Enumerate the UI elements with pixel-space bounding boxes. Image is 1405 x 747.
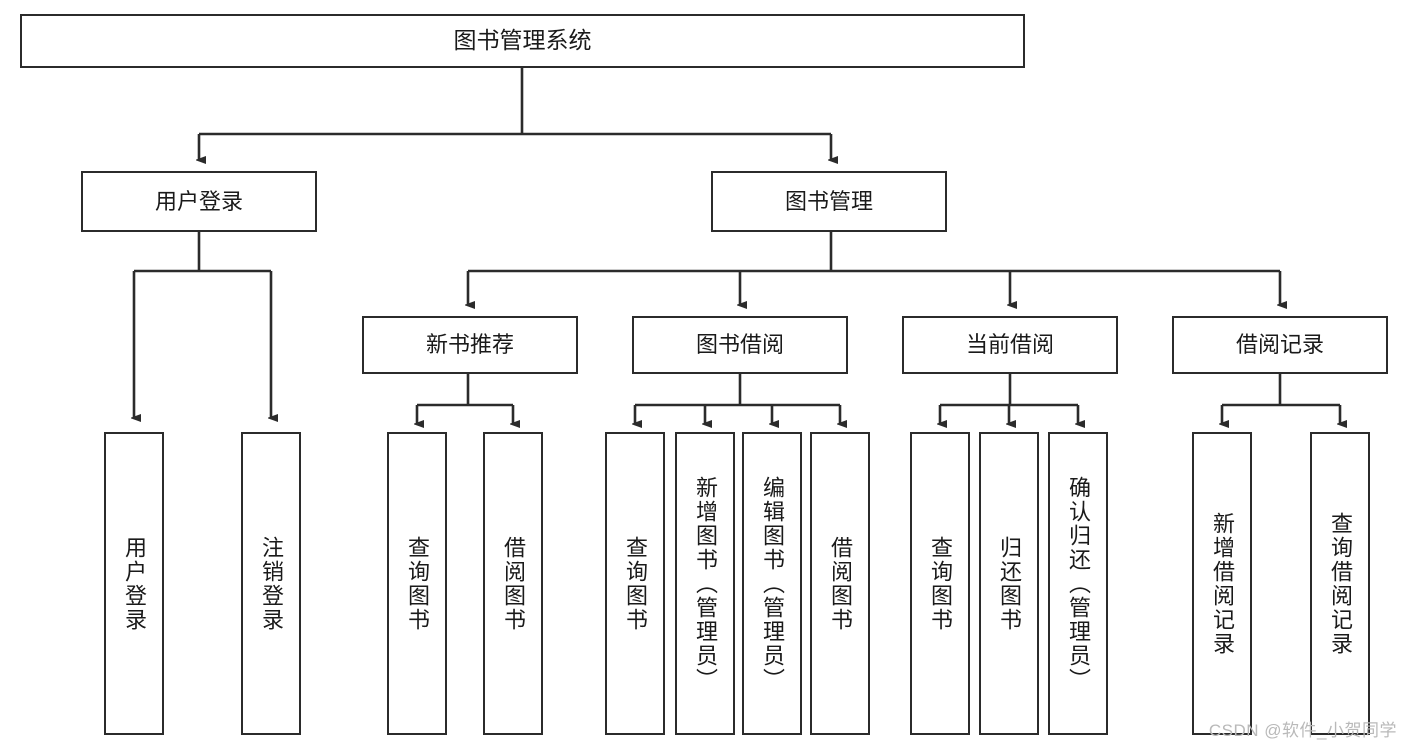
leaf-record-query-borrow-record[interactable]: 查询借阅记录	[1310, 432, 1370, 735]
csdn-watermark: CSDN @软件_小贺同学	[1208, 721, 1397, 740]
node-book-borrow-label: 图书借阅	[695, 332, 784, 358]
leaf-newbook-query-book[interactable]: 查询图书	[387, 432, 447, 735]
leaf-borrow-query-book[interactable]: 查询图书	[605, 432, 665, 735]
node-current-borrow[interactable]: 当前借阅	[902, 316, 1118, 374]
leaf-borrow-edit-book-admin-label: 编辑图书（管理员）	[760, 475, 785, 692]
leaf-current-return-book[interactable]: 归还图书	[979, 432, 1039, 735]
leaf-login-user-login[interactable]: 用户登录	[104, 432, 164, 735]
node-new-book-recommend-label: 新书推荐	[425, 332, 514, 358]
leaf-borrow-add-book-admin-label: 新增图书（管理员）	[693, 475, 718, 692]
node-user-login-label: 用户登录	[154, 188, 243, 214]
leaf-current-return-book-label: 归还图书	[997, 535, 1022, 632]
node-current-borrow-label: 当前借阅	[965, 332, 1054, 358]
leaf-current-query-book[interactable]: 查询图书	[910, 432, 970, 735]
node-borrow-record-label: 借阅记录	[1235, 332, 1324, 358]
leaf-borrow-add-book-admin[interactable]: 新增图书（管理员）	[675, 432, 735, 735]
node-borrow-record[interactable]: 借阅记录	[1172, 316, 1388, 374]
leaf-record-query-borrow-record-label: 查询借阅记录	[1328, 511, 1353, 656]
leaf-login-logout[interactable]: 注销登录	[241, 432, 301, 735]
leaf-current-query-book-label: 查询图书	[928, 535, 953, 632]
leaf-newbook-query-book-label: 查询图书	[405, 535, 430, 632]
node-user-login[interactable]: 用户登录	[81, 171, 317, 232]
leaf-login-user-login-label: 用户登录	[122, 535, 147, 632]
leaf-borrow-edit-book-admin[interactable]: 编辑图书（管理员）	[742, 432, 802, 735]
leaf-borrow-borrow-book-label: 借阅图书	[828, 535, 853, 632]
node-book-borrow[interactable]: 图书借阅	[632, 316, 848, 374]
node-root-label: 图书管理系统	[453, 27, 592, 54]
leaf-current-confirm-return-admin[interactable]: 确认归还（管理员）	[1048, 432, 1108, 735]
leaf-newbook-borrow-book[interactable]: 借阅图书	[483, 432, 543, 735]
leaf-login-logout-label: 注销登录	[259, 535, 284, 632]
node-root[interactable]: 图书管理系统	[20, 14, 1025, 68]
leaf-newbook-borrow-book-label: 借阅图书	[501, 535, 526, 632]
node-book-management-label: 图书管理	[784, 188, 873, 214]
leaf-record-add-borrow-record-label: 新增借阅记录	[1210, 511, 1235, 656]
leaf-borrow-query-book-label: 查询图书	[623, 535, 648, 632]
leaf-record-add-borrow-record[interactable]: 新增借阅记录	[1192, 432, 1252, 735]
leaf-borrow-borrow-book[interactable]: 借阅图书	[810, 432, 870, 735]
node-book-management[interactable]: 图书管理	[711, 171, 947, 232]
leaf-current-confirm-return-admin-label: 确认归还（管理员）	[1066, 475, 1091, 692]
node-new-book-recommend[interactable]: 新书推荐	[362, 316, 578, 374]
